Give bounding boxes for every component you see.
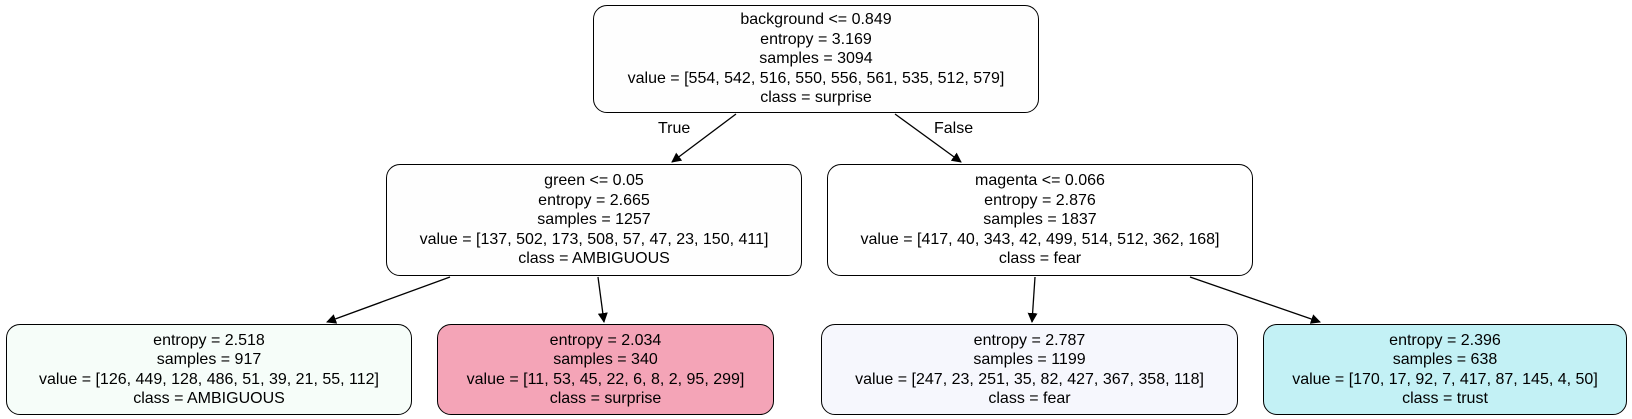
tree-node-root: background <= 0.849 entropy = 3.169 samp… — [593, 5, 1039, 113]
edge-label-false: False — [934, 120, 974, 137]
node-value: value = [247, 23, 251, 35, 82, 427, 367,… — [855, 370, 1204, 388]
node-class: class = AMBIGUOUS — [518, 250, 670, 268]
node-class: class = surprise — [760, 89, 872, 107]
tree-leaf-left-right: entropy = 2.034 samples = 340 value = [1… — [437, 324, 774, 415]
node-samples: samples = 3094 — [759, 50, 873, 68]
node-value: value = [126, 449, 128, 486, 51, 39, 21,… — [39, 370, 379, 388]
node-samples: samples = 340 — [553, 351, 658, 368]
node-class: class = surprise — [549, 390, 662, 407]
node-class: class = fear — [998, 250, 1082, 268]
node-value: value = [11, 53, 45, 22, 6, 8, 2, 95, 29… — [466, 370, 745, 388]
node-entropy: entropy = 2.665 — [538, 191, 650, 209]
node-split: green <= 0.05 — [544, 172, 644, 190]
node-samples: samples = 1257 — [537, 211, 651, 229]
node-entropy: entropy = 3.169 — [760, 30, 872, 48]
edge-root-to-left — [671, 113, 737, 163]
node-value: value = [170, 17, 92, 7, 417, 87, 145, 4… — [1292, 370, 1598, 388]
node-samples: samples = 1199 — [973, 351, 1086, 368]
edge-label-true: True — [658, 120, 691, 137]
edge-left-to-left-right — [597, 276, 608, 323]
edge-right-to-right-right — [1189, 276, 1321, 324]
node-samples: samples = 917 — [156, 351, 262, 368]
tree-leaf-right-right: entropy = 2.396 samples = 638 value = [1… — [1263, 324, 1627, 415]
edge-right-to-right-left — [1027, 276, 1038, 323]
node-entropy: entropy = 2.876 — [984, 191, 1096, 209]
tree-node-left: green <= 0.05 entropy = 2.665 samples = … — [386, 164, 802, 276]
edge-root-to-right — [894, 113, 962, 163]
edge-left-to-left-left — [326, 276, 451, 324]
node-entropy: entropy = 2.518 — [153, 331, 265, 349]
node-value: value = [554, 542, 516, 550, 556, 561, 5… — [627, 69, 1005, 87]
tree-node-right: magenta <= 0.066 entropy = 2.876 samples… — [827, 164, 1253, 276]
node-entropy: entropy = 2.034 — [549, 331, 662, 349]
tree-leaf-right-left: entropy = 2.787 samples = 1199 value = [… — [821, 324, 1238, 415]
node-value: value = [137, 502, 173, 508, 57, 47, 23,… — [419, 230, 769, 248]
node-class: class = fear — [988, 390, 1071, 407]
node-value: value = [417, 40, 343, 42, 499, 514, 512… — [860, 230, 1220, 248]
node-split: background <= 0.849 — [740, 11, 892, 29]
tree-leaf-left-left: entropy = 2.518 samples = 917 value = [1… — [6, 324, 412, 415]
node-samples: samples = 1837 — [983, 211, 1097, 229]
node-class: class = AMBIGUOUS — [133, 390, 285, 407]
node-split: magenta <= 0.066 — [975, 172, 1105, 190]
node-entropy: entropy = 2.787 — [973, 331, 1086, 349]
node-entropy: entropy = 2.396 — [1389, 331, 1501, 349]
node-class: class = trust — [1402, 390, 1488, 407]
node-samples: samples = 638 — [1392, 351, 1498, 368]
